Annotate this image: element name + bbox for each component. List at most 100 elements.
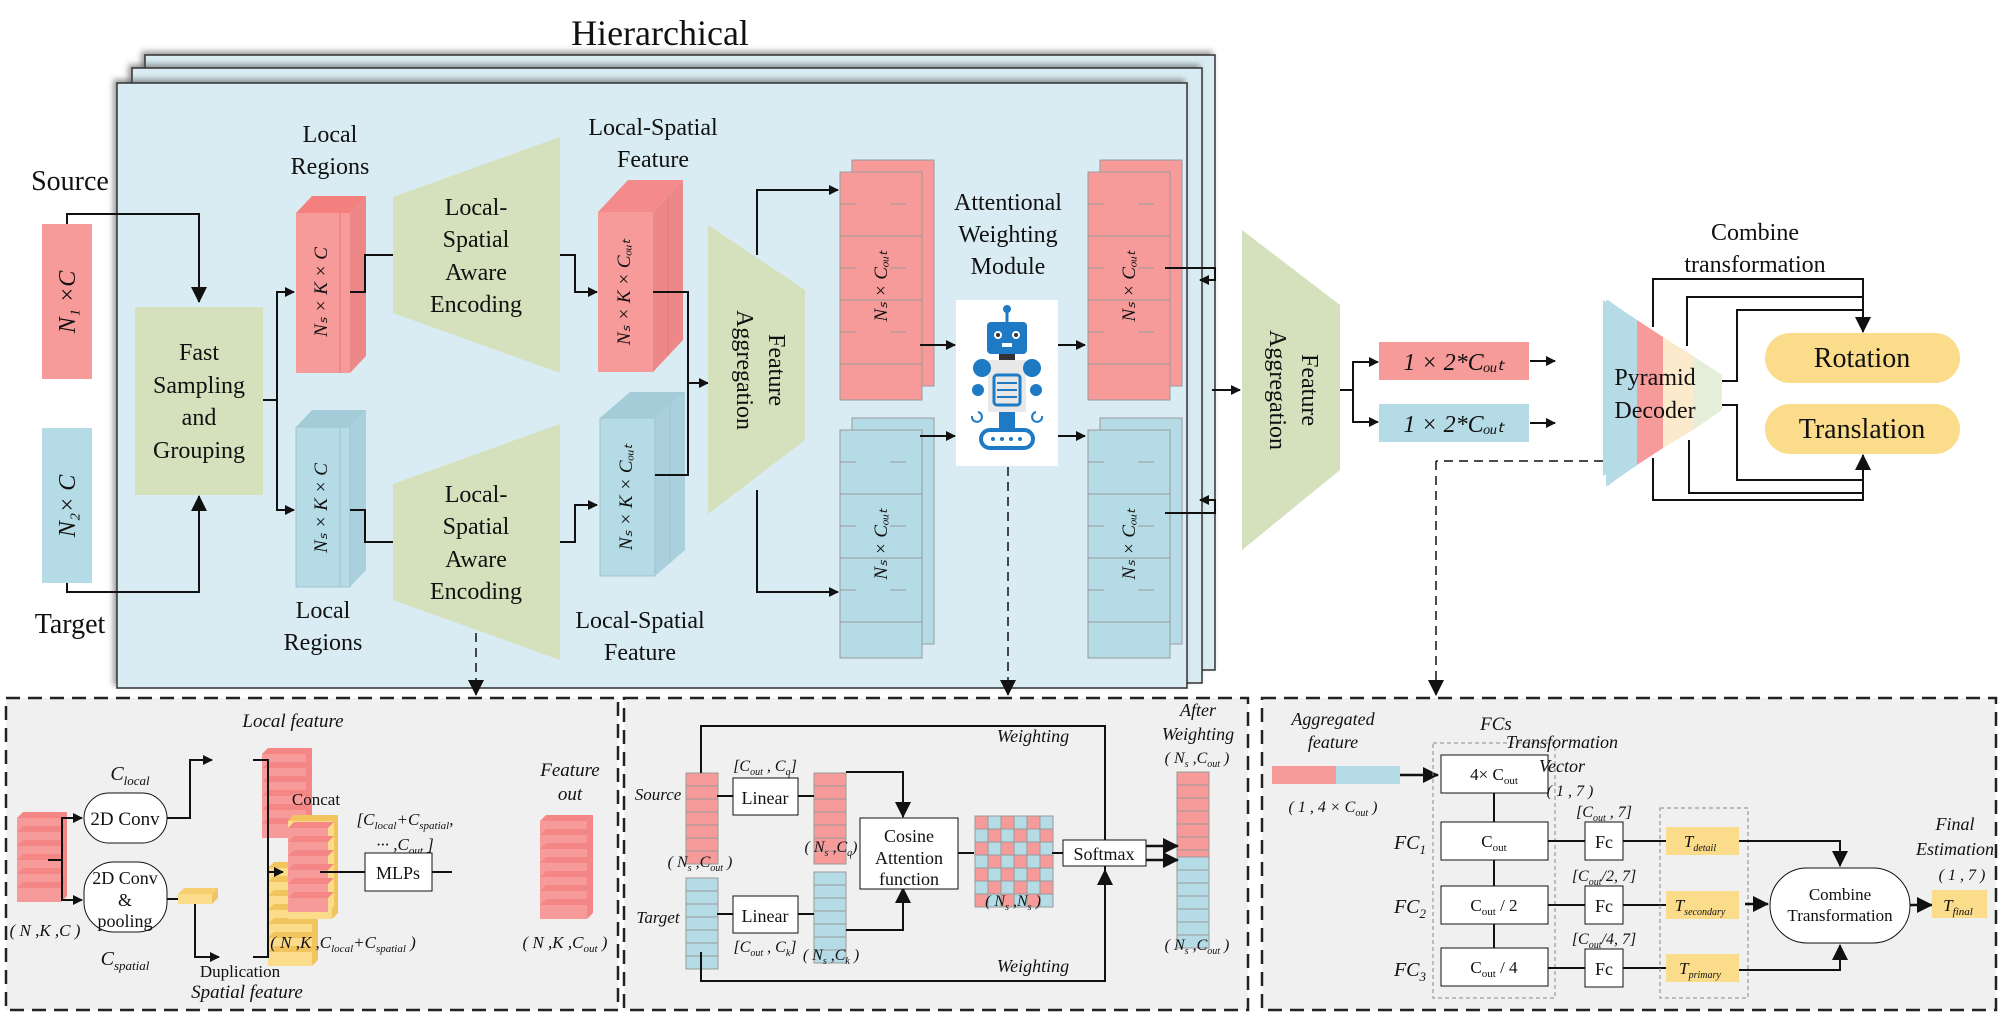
matrix-cell (1039, 841, 1054, 856)
svg-text:Nₛ × Cₒᵤₜ: Nₛ × Cₒᵤₜ (871, 508, 892, 581)
matrix-cell (1039, 828, 1054, 843)
matrix-cell (1039, 880, 1054, 895)
matrix-cell (987, 854, 1002, 869)
svg-text:Local: Local (296, 598, 351, 624)
rotation-box (1765, 333, 1960, 383)
stack-blue: Nₛ × Cₒᵤₜ (839, 417, 935, 659)
matrix-cell (1000, 867, 1015, 882)
connector (846, 887, 911, 931)
spatial-feature-label: Spatial feature (191, 982, 303, 1003)
input-dim-label: ( N ,K ,C ) (10, 921, 81, 940)
fc-dim-label: [Cout/2, 7] (1572, 868, 1636, 888)
matrix-cell (1013, 828, 1028, 843)
attn-dim-label: ( Ns ,Ns ) (985, 893, 1041, 913)
svg-text:Fast: Fast (179, 340, 219, 366)
svg-text:Local-Spatial: Local-Spatial (575, 608, 705, 634)
robot-icon (956, 300, 1058, 466)
svg-text:Nₛ × K × Cₒᵤₜ: Nₛ × K × Cₒᵤₜ (616, 443, 637, 551)
matrix-cell (987, 815, 1002, 830)
panel-decoder-detail (1260, 696, 1998, 1012)
matrix-cell (1000, 815, 1015, 830)
ls-feature-bottom-label: Local-Spatial Feature (575, 608, 705, 666)
concat-label: Concat (292, 790, 340, 809)
cosine-attention-label: Cosine Attention function (875, 826, 943, 889)
combine-transformation-label: Combine Transformation (1787, 885, 1893, 925)
matrix-cell (1013, 841, 1028, 856)
ls-feature-cube-blue: Nₛ × K × Cₒᵤₜ (599, 392, 685, 577)
svg-text:Sampling: Sampling (153, 373, 245, 399)
after-weighting-red-bar (1176, 771, 1210, 864)
conv2d-label: 2D Conv (90, 809, 160, 830)
svg-text:Encoding: Encoding (430, 579, 522, 605)
fc-box (1440, 885, 1549, 925)
query-feature-bar (813, 772, 847, 865)
svg-text:Estimation: Estimation (1915, 839, 1994, 859)
awm-title: Attentional Weighting Module (954, 190, 1062, 280)
matrix-cell (1000, 828, 1015, 843)
svg-text:Attentional: Attentional (954, 190, 1062, 216)
svg-text:transformation: transformation (1684, 252, 1825, 278)
connector (167, 755, 213, 819)
svg-text:Weighting: Weighting (1162, 724, 1234, 744)
source-feature-bar (685, 772, 719, 865)
local-regions-top-label: Local Regions (291, 122, 370, 180)
aggregated-feature-red (1272, 766, 1336, 784)
svg-text:Aware: Aware (445, 547, 507, 573)
svg-text:( 1 , 7 ): ( 1 , 7 ) (1939, 867, 1986, 884)
linear-source-label: Linear (742, 788, 789, 808)
connector (1739, 840, 1848, 867)
local-regions-bottom-label: Local Regions (284, 598, 363, 656)
combine-label: Combine transformation (1684, 220, 1825, 278)
matrix-cell (1026, 841, 1041, 856)
matrix-cell (1013, 815, 1028, 830)
pyramid-decoder (1603, 300, 1722, 486)
matrix-cell (1039, 867, 1054, 882)
svg-text:Transformation: Transformation (1787, 906, 1893, 925)
svg-text:out: out (558, 784, 583, 805)
softmax-label: Softmax (1074, 844, 1135, 864)
local-region-cube-red: Nₛ × K × C (296, 196, 366, 373)
matrix-cell (1026, 854, 1041, 869)
svg-text:Local: Local (303, 122, 358, 148)
svg-text:2D Conv: 2D Conv (92, 868, 158, 888)
svg-text:Spatial: Spatial (443, 227, 510, 253)
attention-matrix (974, 815, 1054, 908)
svg-text:pooling: pooling (97, 911, 152, 931)
matrix-cell (1000, 854, 1015, 869)
aggregated-feature-blue (1336, 766, 1400, 784)
matrix-cell (974, 841, 989, 856)
fc-box (1440, 947, 1549, 987)
weighting-top-line (700, 725, 1113, 866)
matrix-cell (1026, 867, 1041, 882)
svg-text:Grouping: Grouping (153, 438, 245, 464)
svg-text:Nₛ × K × C: Nₛ × K × C (311, 463, 332, 554)
matrix-cell (1026, 828, 1041, 843)
matrix-cell (1000, 841, 1015, 856)
weighting-bottom-line (700, 858, 1106, 982)
svg-text:feature: feature (1308, 732, 1358, 752)
mlps-box (364, 852, 433, 892)
svg-text:and: and (182, 405, 217, 431)
wk-label: [Cout , Ck] (733, 939, 796, 959)
matrix-cell (1039, 815, 1054, 830)
vector-red-label: 1 × 2*Cₒᵤₜ (1403, 350, 1505, 376)
diagram-title: Hierarchical (571, 13, 749, 53)
lsae-top-block (393, 137, 560, 373)
svg-text:function: function (879, 869, 939, 889)
vector-blue (1379, 404, 1529, 442)
matrix-cell (1026, 815, 1041, 830)
matrix-cell (1039, 854, 1054, 869)
fc-dim-label: [Cout/4, 7] (1572, 931, 1636, 951)
svg-text:Local-Spatial: Local-Spatial (588, 115, 718, 141)
after-weighting-blue-bar (1176, 856, 1210, 949)
connector (350, 254, 393, 293)
feature-aggregation-outer-label: Feature Aggregation (1264, 330, 1322, 450)
connector (61, 860, 83, 905)
linear-source-box (732, 777, 799, 816)
conv-pool-box (83, 861, 168, 933)
after-weighting-label: After Weighting (1162, 700, 1234, 744)
target-feature-bar (685, 877, 719, 970)
fc-box (1440, 754, 1549, 794)
softmax-box (1062, 839, 1147, 867)
